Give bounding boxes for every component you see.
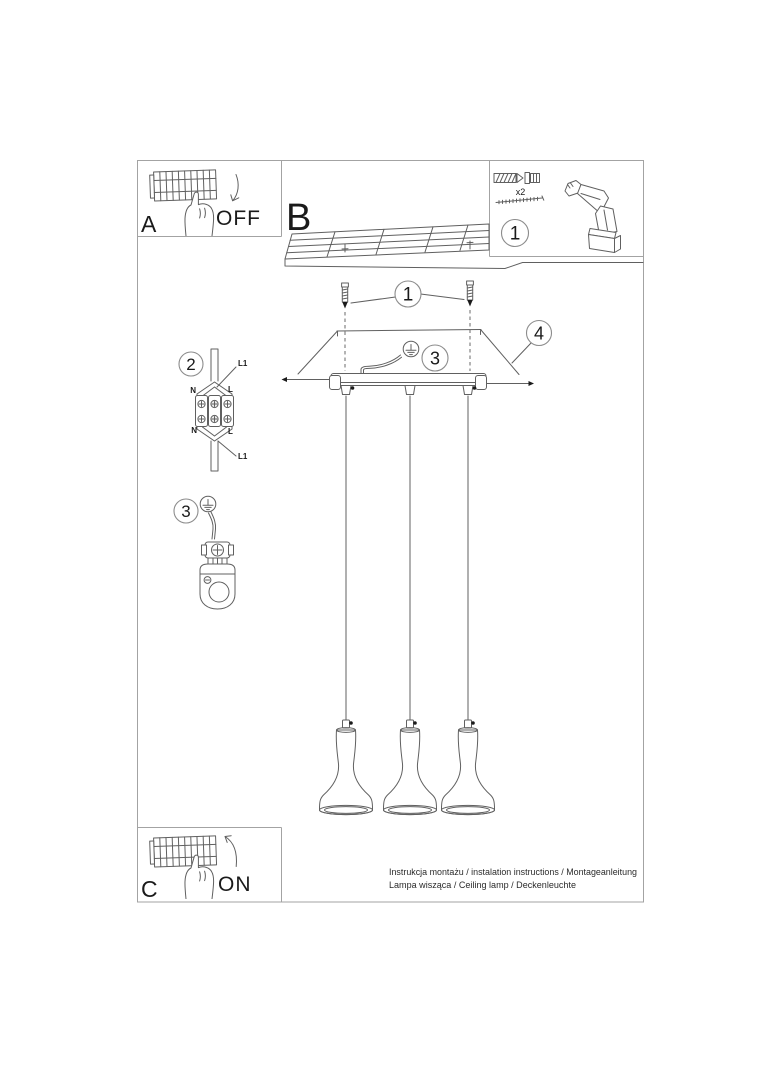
section-b-label: B [286,197,311,239]
callout-canopy: 4 [525,319,553,347]
screw-icon [495,195,545,205]
callout-parts: 1 [500,218,530,248]
callout-ground-bracket: 3 [173,498,199,524]
quantity-label: x2 [516,187,526,197]
footer: Instrukcja montażu / instalation instruc… [389,867,637,890]
section-c-label: C [141,876,158,902]
wall-plug-icon [493,172,540,184]
off-label: OFF [216,207,261,230]
svg-text:4: 4 [534,324,544,344]
panel-c: C ON [141,835,252,902]
earth-symbol-icon [402,340,420,358]
terminal-screws [197,399,232,424]
svg-text:1: 1 [510,224,521,245]
page-frame [137,160,644,903]
mounting-screws: 1 [341,240,474,309]
arrow-down-icon [230,174,240,202]
callout-ground-canopy: 3 [421,344,449,372]
panel-a: A OFF [141,169,261,237]
arrow-up-icon [224,835,237,867]
svg-text:1: 1 [403,285,414,306]
ground-wire [360,354,402,375]
wire-label-n-top: N [190,386,196,395]
mounting-screw-icon [466,280,474,307]
ground-clamp-icon [201,541,234,565]
pendant-lamp-1 [319,395,373,816]
callout-terminal: 2 [178,351,204,377]
mounting-rail [329,373,487,395]
drill-icon [564,180,621,253]
panel-c-border [137,827,282,902]
terminal-block-illustration: 2 L1 L1 N L N L [178,348,248,472]
breaker-panel-icon [149,835,218,868]
pendant-lamp-2 [383,395,437,816]
section-a-label: A [141,211,157,237]
panel-a-border [137,160,282,237]
pendant-lamp-3 [441,395,495,816]
bracket-body [199,563,236,610]
wire-label-l-bottom: L [228,427,233,436]
wire-label-n-bottom: N [191,426,197,435]
wire-label-l-top: L [228,385,233,394]
callout-screws: 1 [394,280,422,308]
svg-text:2: 2 [186,355,195,374]
ceiling-illustration [284,223,644,270]
footer-line-1: Instrukcja montażu / instalation instruc… [389,867,637,877]
svg-text:3: 3 [181,502,190,521]
ground-bracket-illustration: 3 [173,495,236,610]
wire-label-l1-top: L1 [238,359,248,368]
mounting-screw-icon [341,282,349,309]
on-label: ON [218,873,252,896]
ground-lead-wire [208,511,217,540]
breaker-panel-icon [149,169,218,202]
earth-symbol-icon [199,495,217,513]
svg-text:3: 3 [430,349,440,369]
footer-line-2: Lampa wisząca / Ceiling lamp / Deckenleu… [389,880,576,890]
canopy-illustration: 3 4 [281,310,553,386]
wire-label-l1-bottom: L1 [238,452,248,461]
parts-box: x2 1 [493,172,621,253]
